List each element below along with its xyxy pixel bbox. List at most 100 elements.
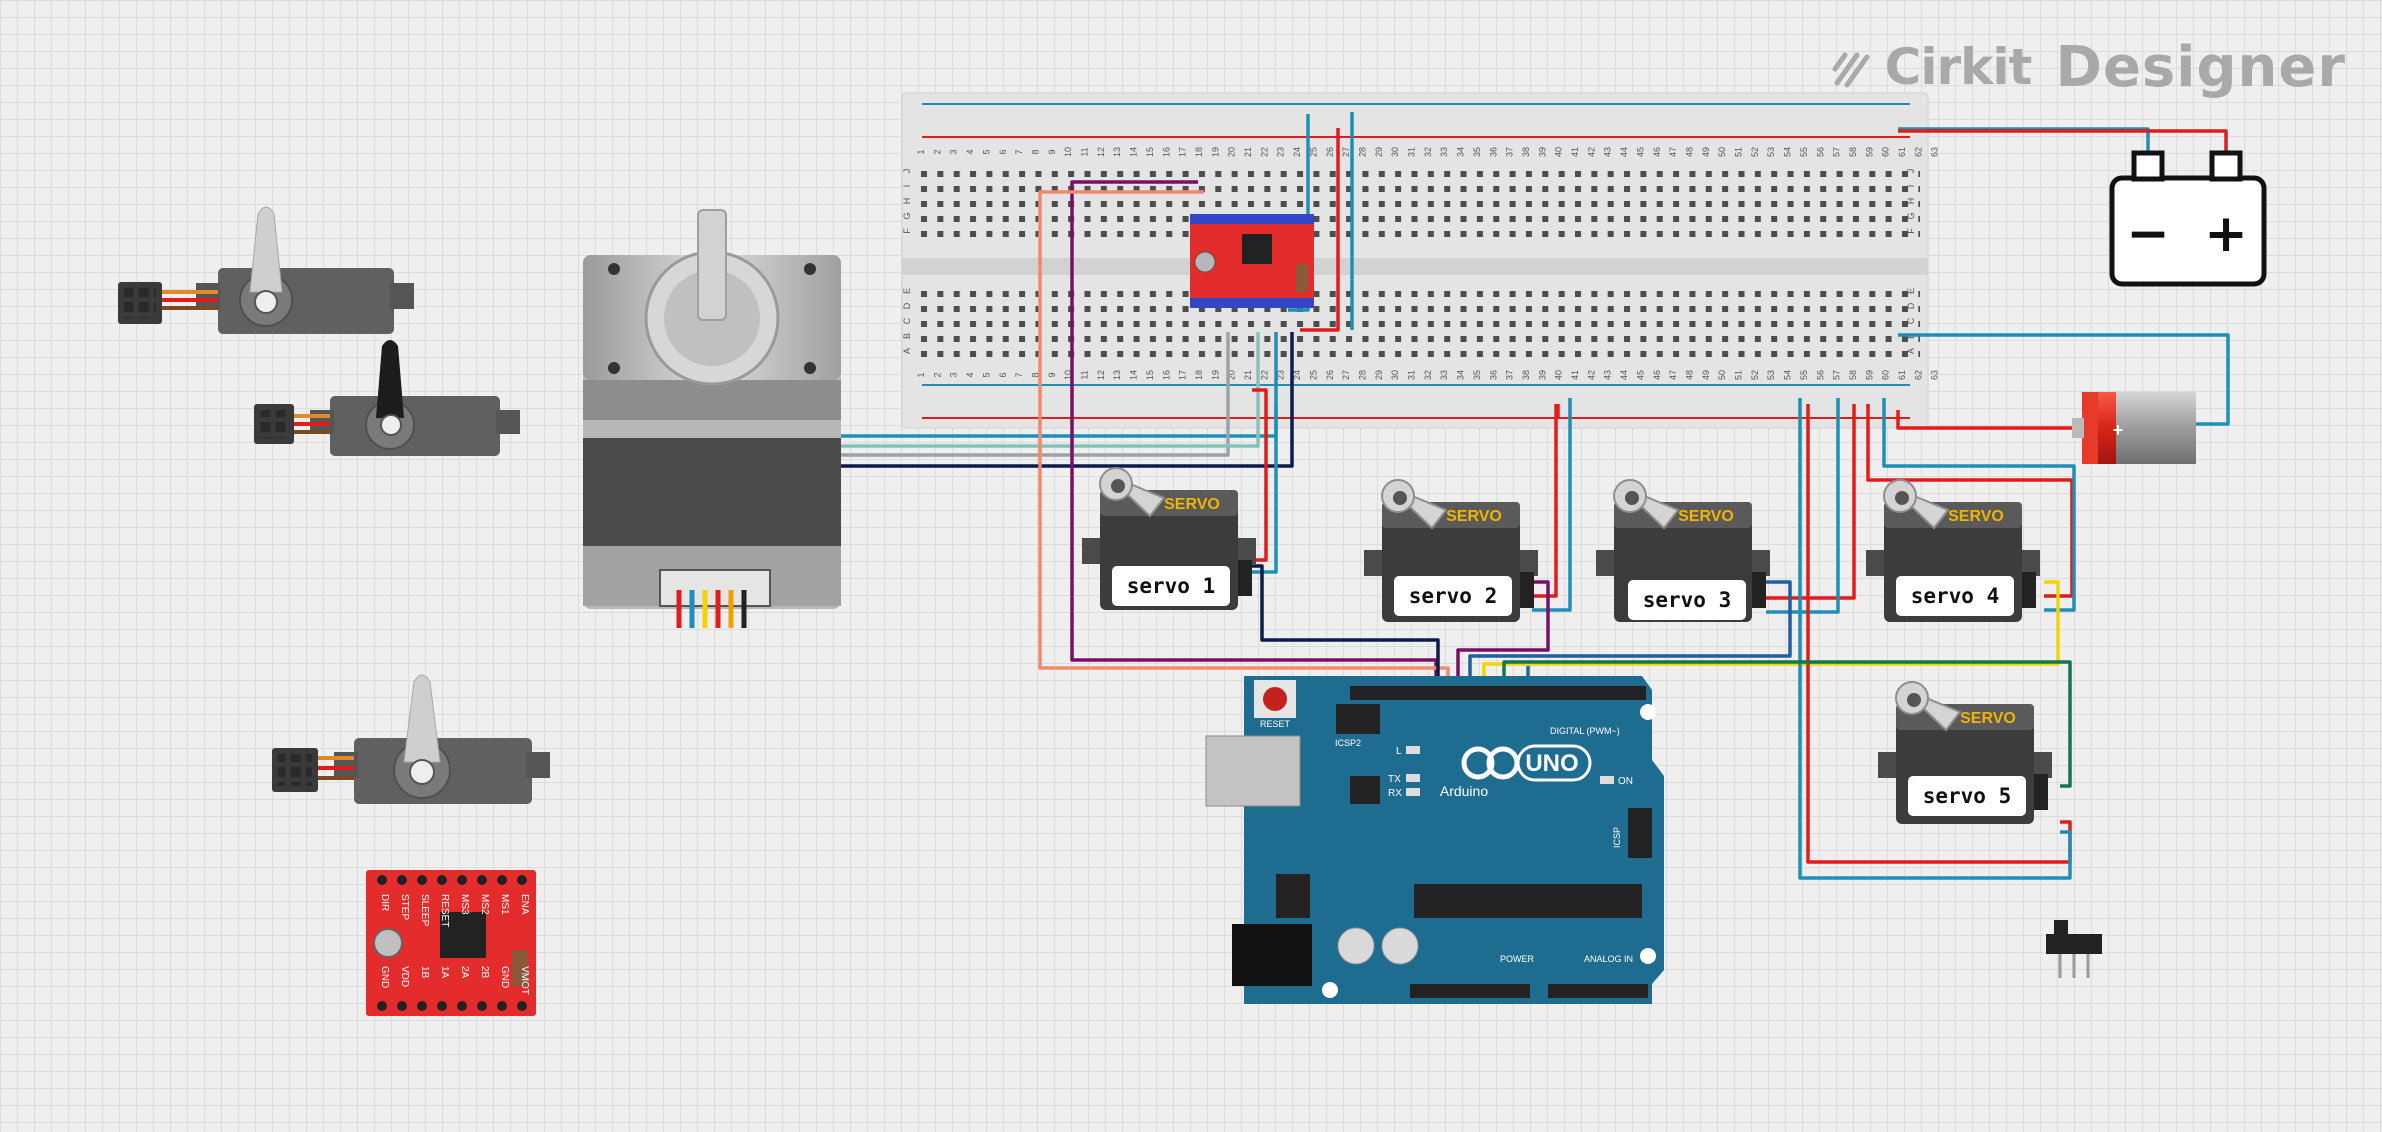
wire-driver-vmot[interactable]: [1300, 128, 1340, 332]
terminal-strip-bottom[interactable]: [918, 285, 1920, 365]
battery[interactable]: − +: [2109, 150, 2267, 287]
reset-label: RESET: [1260, 719, 1291, 729]
wire-servo1-gnd[interactable]: [1252, 404, 1278, 574]
servo-horn[interactable]: [1895, 681, 1962, 732]
column-number: 2: [932, 149, 942, 154]
wire-servo4-vcc[interactable]: [1866, 404, 2074, 598]
driver-pin-label: ENA: [519, 894, 530, 915]
column-number: 21: [1243, 147, 1253, 157]
column-number: 59: [1864, 370, 1874, 380]
column-number: 16: [1161, 147, 1171, 157]
power-rail-top-2[interactable]: [918, 124, 1920, 130]
servo-loose-3[interactable]: [272, 674, 550, 804]
row-letter: D: [1906, 302, 1916, 309]
servo-horn[interactable]: [1099, 467, 1166, 518]
column-number: 42: [1586, 147, 1596, 157]
wire-servo2-vcc[interactable]: [1532, 404, 1558, 598]
row-letter: A: [902, 348, 912, 354]
column-number: 61: [1897, 147, 1907, 157]
terminal-strip-top[interactable]: [918, 165, 1920, 245]
stepper-driver-breadboard[interactable]: [1190, 214, 1314, 308]
column-number: 38: [1521, 370, 1531, 380]
column-number: 13: [1112, 370, 1122, 380]
column-number: 5: [981, 149, 991, 154]
column-number: 1: [916, 149, 926, 154]
icsp-header: [1628, 808, 1652, 858]
column-number: 50: [1717, 370, 1727, 380]
servo-loose-2[interactable]: [254, 340, 520, 456]
servo-horn[interactable]: [249, 206, 283, 293]
driver-pin-label: 2B: [479, 966, 490, 979]
column-number: 6: [998, 372, 1008, 377]
power-rail-top-1[interactable]: [918, 110, 1920, 116]
driver-pin-hole: [477, 1001, 487, 1011]
arduino-uno[interactable]: UNO Arduino RESET ICSP2 DIGITAL (PWM~) P…: [1205, 676, 1664, 1004]
digital-header[interactable]: [1350, 686, 1646, 700]
column-number: 31: [1407, 147, 1417, 157]
servo-horn[interactable]: [403, 674, 441, 763]
power-rail-bottom-1[interactable]: [918, 391, 1920, 397]
wire-servo5-signal[interactable]: [1502, 660, 2072, 788]
row-letter: H: [902, 198, 912, 205]
servo-horn[interactable]: [1613, 479, 1680, 530]
wire-step[interactable]: [1070, 180, 1438, 692]
wire-battery-positive[interactable]: [1898, 129, 2228, 153]
column-number: 7: [1014, 372, 1024, 377]
driver-pin-hole: [497, 875, 507, 885]
column-number: 51: [1734, 370, 1744, 380]
column-number: 15: [1145, 370, 1155, 380]
column-number: 46: [1652, 147, 1662, 157]
column-number: 36: [1488, 147, 1498, 157]
usb-port: [1205, 735, 1301, 807]
cell-plus: +: [2113, 420, 2124, 440]
servo-loose-1[interactable]: [118, 206, 414, 334]
column-number: 19: [1210, 147, 1220, 157]
digital-label: DIGITAL (PWM~): [1550, 726, 1620, 736]
wire-servo3-vcc[interactable]: [1766, 404, 1856, 600]
wire-servo1-vcc[interactable]: [1252, 388, 1268, 562]
servo-horn[interactable]: [376, 340, 404, 418]
column-number: 26: [1325, 370, 1335, 380]
servo-horn[interactable]: [1381, 479, 1448, 530]
servo-3-label: servo 3: [1628, 580, 1746, 620]
wire-driver-gnd[interactable]: [1288, 114, 1310, 312]
slide-switch[interactable]: [2046, 920, 2102, 978]
driver-pin-hole: [417, 875, 427, 885]
row-letter: B: [902, 333, 912, 339]
wire-servo3-gnd[interactable]: [1766, 398, 1840, 614]
wire-servo3-signal[interactable]: [1468, 580, 1792, 692]
power-header[interactable]: [1410, 984, 1530, 998]
servo-horn[interactable]: [1883, 479, 1950, 530]
column-number: 32: [1423, 370, 1433, 380]
driver-pin-label: GND: [499, 966, 510, 988]
wire-servo4-signal[interactable]: [1482, 580, 2060, 692]
row-letter: F: [1906, 228, 1916, 234]
wire-servo1-signal[interactable]: [1252, 564, 1440, 692]
wire-servo2-signal[interactable]: [1456, 580, 1550, 692]
column-number: 49: [1701, 147, 1711, 157]
analog-header[interactable]: [1548, 984, 1648, 998]
column-number: 53: [1766, 147, 1776, 157]
cell-battery[interactable]: +: [2072, 392, 2196, 464]
column-number: 45: [1635, 147, 1645, 157]
logo-icon: [1832, 52, 1870, 88]
column-number: 34: [1456, 147, 1466, 157]
row-letter: I: [1906, 185, 1916, 188]
power-rail-bottom-2[interactable]: [918, 405, 1920, 411]
stepper-motor[interactable]: [583, 209, 841, 628]
reset-button[interactable]: [1263, 687, 1287, 711]
wire-battery-negative[interactable]: [1898, 127, 2150, 153]
wire-servo5-gnd[interactable]: [1798, 398, 2072, 880]
wire-cell-positive[interactable]: [1896, 410, 2078, 430]
column-number: 47: [1668, 147, 1678, 157]
wire-servo4-gnd[interactable]: [1882, 398, 2076, 612]
row-letter: A: [1906, 348, 1916, 354]
driver-pin-hole: [457, 1001, 467, 1011]
driver-pin-label: MS2: [479, 894, 490, 915]
column-number: 20: [1227, 147, 1237, 157]
wire-cell-negative[interactable]: [1898, 333, 2230, 426]
wire-servo2-gnd[interactable]: [1532, 398, 1572, 612]
